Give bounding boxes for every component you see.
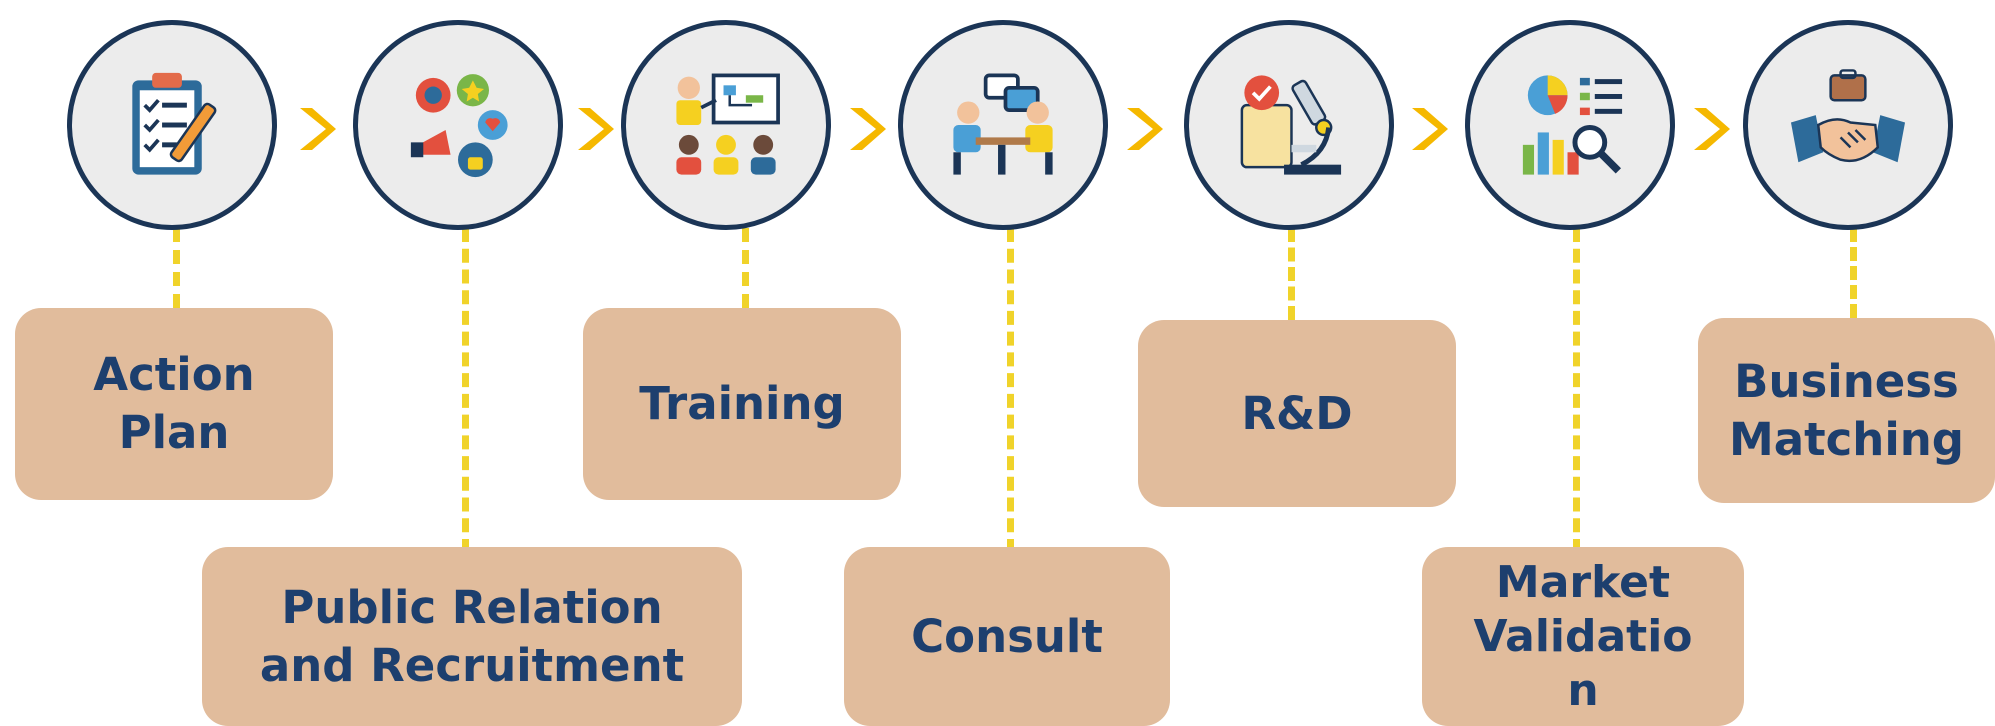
step-circle-consult (898, 20, 1108, 230)
handshake-icon (1790, 69, 1906, 163)
step-label-business-matching: Business Matching (1698, 318, 1995, 503)
connector-action-plan (173, 228, 180, 308)
microscope-research-icon (1240, 75, 1342, 175)
step-circle-action-plan (67, 20, 277, 230)
connector-public-relation (462, 228, 469, 553)
step-circle-training (621, 20, 831, 230)
connector-rnd (1288, 228, 1295, 320)
connector-training (742, 228, 749, 308)
step-label-action-plan: Action Plan (15, 308, 333, 500)
step-label-market-validation: Market Validatio n (1422, 547, 1744, 726)
step-circle-market-validation (1465, 20, 1675, 230)
connector-market-validation (1573, 228, 1580, 553)
public-relations-icon (410, 74, 508, 178)
presentation-training-icon (676, 73, 780, 175)
connector-business-matching (1850, 228, 1857, 318)
step-label-public-relation: Public Relation and Recruitment (202, 547, 742, 726)
step-circle-public-relation (353, 20, 563, 230)
meeting-consult-icon (953, 73, 1053, 175)
step-circle-business-matching (1743, 20, 1953, 230)
step-label-training: Training (583, 308, 901, 500)
connector-consult (1007, 228, 1014, 553)
step-circle-rnd (1184, 20, 1394, 230)
market-analysis-icon (1522, 75, 1623, 175)
step-label-rnd: R&D (1138, 320, 1456, 507)
step-label-consult: Consult (844, 547, 1170, 726)
clipboard-checklist-icon (132, 72, 217, 175)
